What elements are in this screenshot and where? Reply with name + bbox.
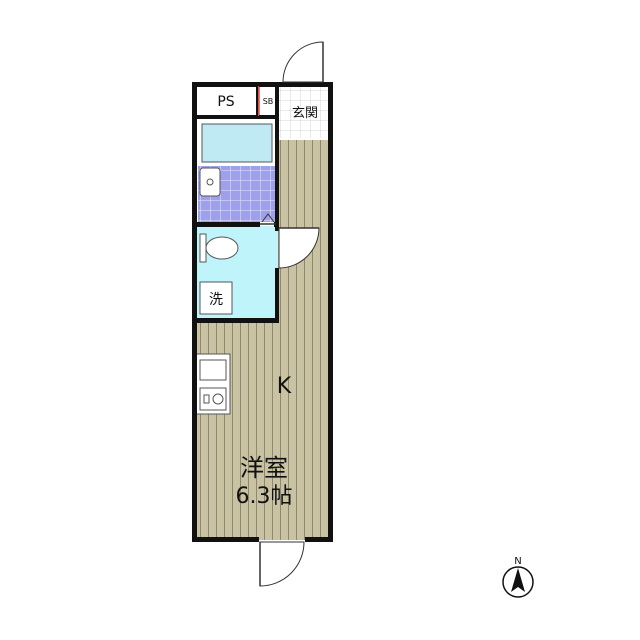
basin-drain-icon — [206, 178, 214, 186]
kitchen-label: K — [277, 374, 292, 399]
balcony-door — [259, 541, 305, 587]
sb-label: SB — [263, 97, 274, 106]
bathtub — [201, 123, 273, 163]
entrance-floor — [279, 86, 330, 138]
kitchen-sink-icon — [199, 359, 227, 381]
western-room-name: 洋室 — [240, 454, 288, 482]
stove-burner-icon — [212, 393, 224, 405]
compass-north-label: N — [514, 556, 521, 567]
walls — [192, 82, 333, 542]
ps-area — [196, 86, 258, 116]
western-room-size: 6.3帖 — [236, 484, 293, 509]
stove-knob-icon — [203, 394, 210, 404]
ps-sb-divider — [258, 86, 259, 116]
wash-basin — [199, 167, 221, 197]
north-compass-icon: N — [502, 556, 534, 598]
toilet-bowl-icon — [205, 236, 239, 260]
toilet-room-door — [278, 227, 320, 269]
entrance-label: 玄関 — [292, 106, 318, 121]
entrance-door — [282, 41, 324, 83]
ps-label: PS — [217, 94, 234, 110]
bath-door — [260, 213, 276, 225]
toilet-tank — [199, 233, 207, 263]
washer-label: 洗 — [209, 292, 223, 308]
washer-pan — [199, 281, 233, 315]
